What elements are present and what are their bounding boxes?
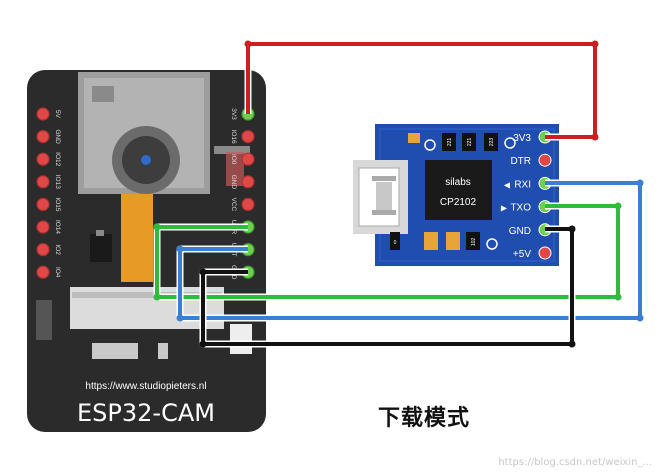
chip-brand: silabs bbox=[445, 177, 471, 188]
esp32-left-pin-label: IO12 bbox=[54, 152, 61, 166]
wire-uor-txo-bend bbox=[153, 293, 161, 301]
esp32-right-pin-io16 bbox=[241, 130, 255, 144]
esp32-left-pin-label: IO13 bbox=[54, 175, 61, 189]
esp32-left-pin-io4 bbox=[36, 265, 50, 279]
esp32-url: https://www.studiopieters.nl bbox=[85, 381, 206, 392]
esp32-right-pin-label: IO0 bbox=[230, 154, 237, 165]
wire-uot-rxi-bend bbox=[176, 314, 184, 322]
cp2102-pin-label: GND bbox=[509, 226, 531, 237]
cp2102-pin-arrow-icon: ▶ bbox=[501, 204, 508, 213]
cp2102-pin-label: RXI bbox=[514, 179, 531, 190]
cp2102-pin-arrow-icon: ◀ bbox=[504, 180, 511, 189]
wire-gnd-bend bbox=[199, 340, 207, 348]
esp32-left-pin-io15 bbox=[36, 197, 50, 211]
cp2102-pin-dtr bbox=[538, 153, 552, 167]
esp32-left-pin-gnd bbox=[36, 130, 50, 144]
chip-model: CP2102 bbox=[440, 197, 477, 208]
wires bbox=[153, 40, 644, 348]
camera-ribbon bbox=[121, 194, 153, 282]
cp2102-pin-label: DTR bbox=[510, 156, 531, 167]
cp2102-pin-label: TXO bbox=[510, 203, 531, 214]
esp32-left-pin-io13 bbox=[36, 175, 50, 189]
wire-uot-rxi-bend bbox=[636, 179, 644, 187]
wire-3v3 bbox=[246, 42, 597, 139]
smd-label-1: 221 bbox=[447, 138, 453, 147]
cp2102-chip bbox=[425, 160, 492, 220]
esp32-right-pin-label: 3V3 bbox=[230, 108, 237, 120]
esp32-left-pin-label: GND bbox=[54, 129, 61, 144]
esp32-right-pin-gnd bbox=[241, 175, 255, 189]
wire-3v3-bend bbox=[591, 133, 599, 141]
esp32-left-pin-label: 5V bbox=[54, 110, 61, 119]
esp32-left-pin-label: IO2 bbox=[54, 244, 61, 255]
wire-gnd bbox=[201, 227, 574, 346]
wire-uor-txo bbox=[155, 204, 620, 299]
esp32-left-pin-label: IO14 bbox=[54, 220, 61, 234]
esp32-right-pin-label: IO16 bbox=[230, 130, 237, 144]
esp32-right-pin-label: GND bbox=[230, 175, 237, 190]
wire-uor-txo-bend bbox=[153, 223, 161, 231]
esp32-left-pin-io2 bbox=[36, 243, 50, 257]
smd-label-4: 0 bbox=[394, 240, 397, 246]
smd-label-3: 223 bbox=[489, 138, 495, 147]
smd-label-5: 102 bbox=[471, 238, 477, 247]
esp32-right-pin-label: VCC bbox=[230, 198, 237, 212]
esp32-right-pin-io0 bbox=[241, 152, 255, 166]
smd-label-2: 221 bbox=[467, 138, 473, 147]
watermark: https://blog.csdn.net/weixin_... bbox=[498, 457, 652, 468]
wire-3v3-outline bbox=[244, 40, 599, 141]
wire-uor-txo-bend bbox=[614, 202, 622, 210]
cp2102-pin-label: 3V3 bbox=[513, 133, 531, 144]
esp32-name: ESP32-CAM bbox=[77, 399, 215, 427]
esp32-left-pin-io12 bbox=[36, 152, 50, 166]
wire-uot-rxi bbox=[178, 181, 642, 320]
wire-gnd-bend bbox=[568, 225, 576, 233]
esp32-left-pin-5v bbox=[36, 107, 50, 121]
cp2102-pin-5v bbox=[538, 246, 552, 260]
wire-uot-rxi-bend bbox=[176, 245, 184, 253]
wire-uor-txo-bend bbox=[614, 293, 622, 301]
esp32-left-pin-label: IO15 bbox=[54, 197, 61, 211]
wire-3v3-bend bbox=[244, 40, 252, 48]
esp32-right-pin-vcc bbox=[241, 197, 255, 211]
wire-gnd-bend bbox=[199, 268, 207, 276]
esp32-cam-board: https://www.studiopieters.nl ESP32-CAM 5… bbox=[27, 70, 266, 432]
caption-download-mode: 下载模式 bbox=[378, 406, 471, 431]
cp2102-pin-label: +5V bbox=[513, 249, 531, 260]
wire-gnd-bend bbox=[568, 340, 576, 348]
esp32-left-pin-io14 bbox=[36, 220, 50, 234]
wire-uot-rxi-bend bbox=[636, 314, 644, 322]
wire-3v3-bend bbox=[591, 40, 599, 48]
esp32-left-pin-label: IO4 bbox=[54, 267, 61, 278]
